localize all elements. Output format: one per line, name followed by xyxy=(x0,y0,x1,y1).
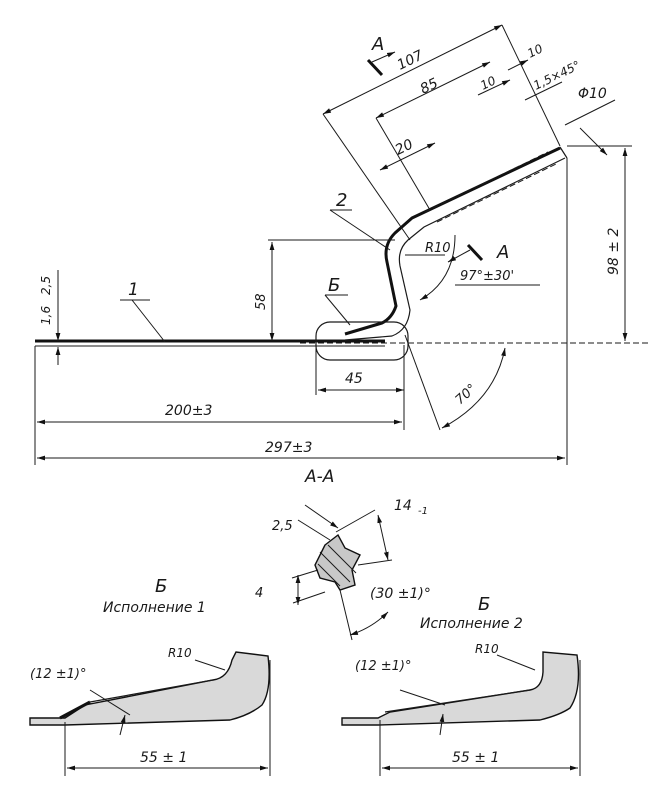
dim-chamfer: 1,5×45° xyxy=(531,58,582,93)
dim-10b: 10 xyxy=(478,73,498,92)
detail-2-letter: Б xyxy=(478,594,490,615)
dim-10a: 10 xyxy=(525,41,545,60)
label-section-a-top: А xyxy=(371,34,384,55)
dim-85: 85 xyxy=(418,75,441,97)
base-plate xyxy=(35,339,650,347)
detail-1-length: 55 ± 1 xyxy=(140,750,187,766)
dim-98: 98 ± 2 xyxy=(606,228,622,275)
label-part-1: 1 xyxy=(128,280,139,300)
detail-1-letter: Б xyxy=(155,576,167,597)
dimension-lines xyxy=(34,24,632,465)
detail-2-caption: Исполнение 2 xyxy=(420,616,523,632)
section-dim-14-tol: -1 xyxy=(418,506,428,517)
section-dim-14: 14 xyxy=(394,498,412,514)
main-view: А А 107 85 10 10 1,5×45° Φ10 20 R10 97°±… xyxy=(34,24,650,465)
section-aa-title: А-А xyxy=(304,467,334,487)
dim-107: 107 xyxy=(395,47,426,73)
dim-297: 297±3 xyxy=(265,440,312,456)
section-marker-top xyxy=(366,51,396,77)
dim-200: 200±3 xyxy=(165,403,212,419)
dim-diameter: Φ10 xyxy=(578,86,607,102)
label-section-a-right: А xyxy=(496,242,509,263)
dim-angle97: 97°±30' xyxy=(460,269,514,284)
detail-variant-2: Б Исполнение 2 (12 ±1)° R10 55 ± 1 xyxy=(341,594,581,776)
dim-thickness-b: 2,5 xyxy=(39,276,53,295)
section-dim-4: 4 xyxy=(255,586,263,601)
detail-2-angle: (12 ±1)° xyxy=(355,659,411,674)
dim-thickness-a: 1,6 xyxy=(39,306,53,325)
bent-bracket xyxy=(344,146,568,341)
detail-1-radius: R10 xyxy=(168,646,192,660)
section-dim-angle: (30 ±1)° xyxy=(370,586,431,602)
label-detail-b: Б xyxy=(328,275,340,296)
dim-58: 58 xyxy=(254,293,269,310)
detail-b-outline xyxy=(315,321,409,361)
dim-45: 45 xyxy=(345,371,363,387)
section-marker-right xyxy=(447,243,484,263)
detail-2-radius: R10 xyxy=(475,642,499,656)
detail-1-angle: (12 ±1)° xyxy=(30,667,86,682)
label-part-2: 2 xyxy=(336,190,347,211)
detail-variant-1: Б Исполнение 1 (12 ±1)° R10 55 ± 1 xyxy=(29,576,271,776)
section-dim-25: 2,5 xyxy=(272,519,293,534)
section-aa: 2,5 14 -1 4 (30 ±1)° xyxy=(255,498,431,641)
dim-r10: R10 xyxy=(425,241,451,256)
detail-2-length: 55 ± 1 xyxy=(452,750,499,766)
dim-20: 20 xyxy=(393,136,416,158)
detail-1-caption: Исполнение 1 xyxy=(103,600,206,616)
